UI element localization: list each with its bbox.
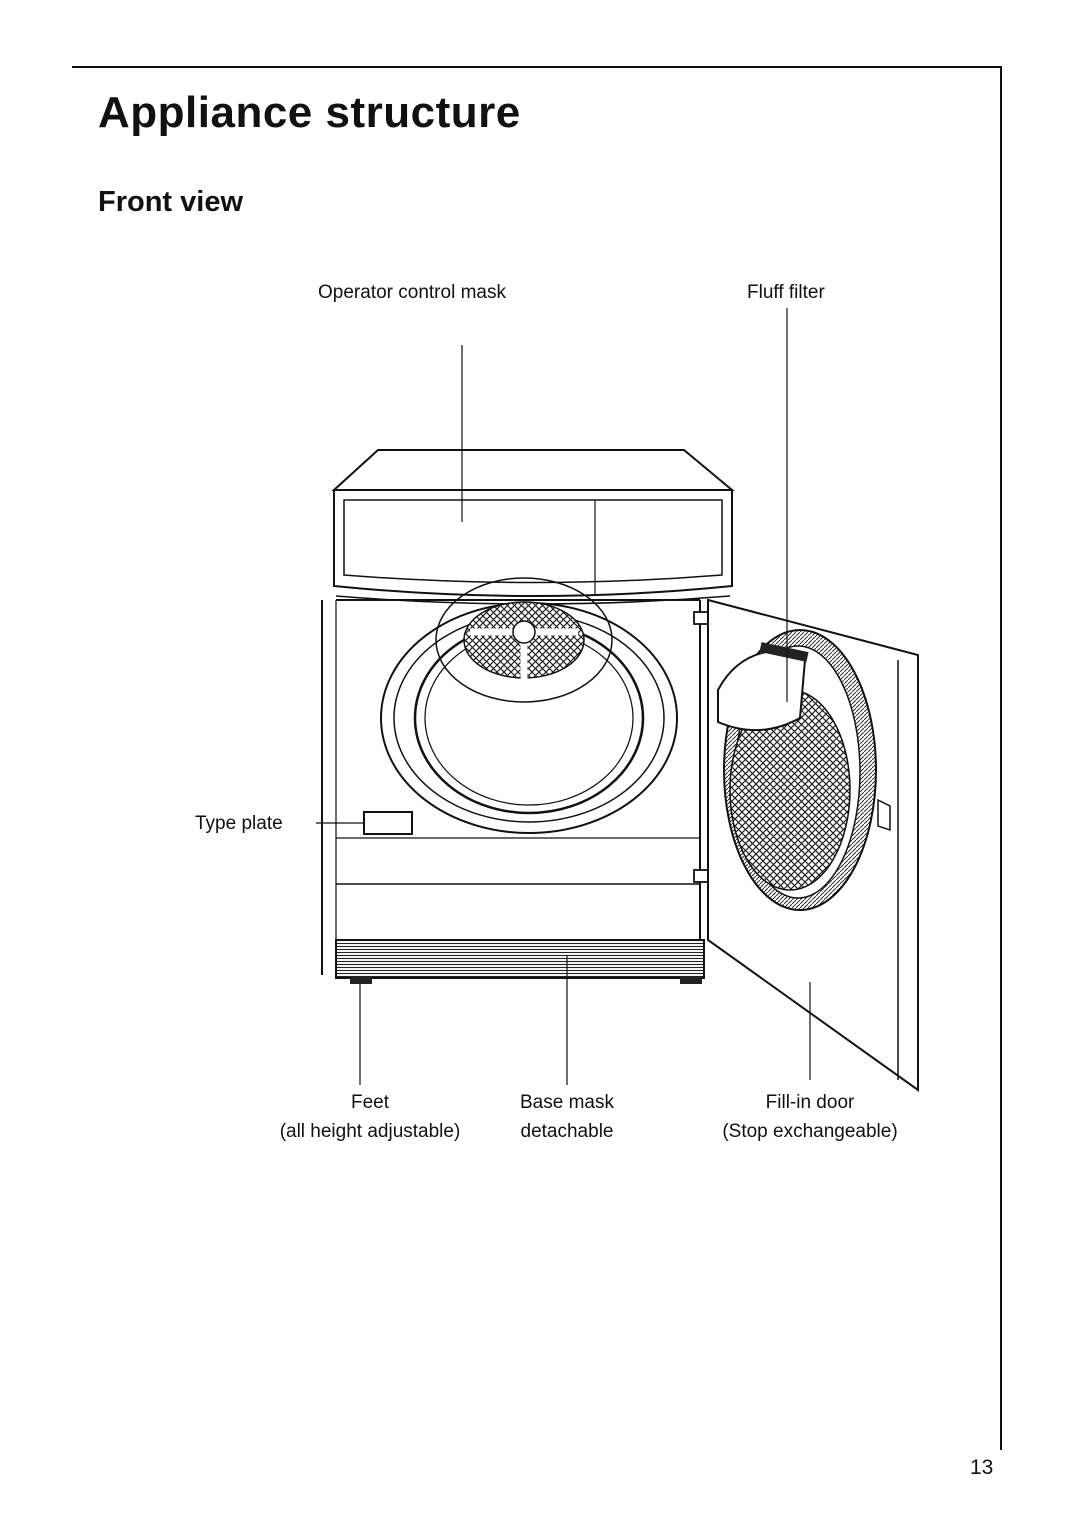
label-feet: Feet	[351, 1092, 390, 1113]
feet	[350, 976, 702, 984]
base-mask	[335, 939, 705, 979]
page-number: 13	[970, 1456, 994, 1479]
door-stop-icon	[877, 798, 891, 832]
label-fill-in-door-note: (Stop exchangeable)	[722, 1121, 897, 1142]
fill-in-door	[707, 598, 919, 1092]
label-feet-note: (all height adjustable)	[280, 1121, 461, 1142]
type-plate-marker	[363, 811, 413, 835]
appliance-body	[321, 599, 701, 975]
appliance-top-lid	[331, 449, 735, 491]
leader-lines	[316, 308, 811, 1085]
page-frame-top-rule	[72, 66, 1002, 68]
label-fill-in-door: Fill-in door	[766, 1092, 855, 1113]
section-heading: Front view	[98, 186, 244, 218]
label-base-mask-note: detachable	[521, 1121, 614, 1142]
control-panel	[333, 489, 733, 605]
page-title: Appliance structure	[98, 88, 521, 137]
label-base-mask: Base mask	[520, 1092, 614, 1113]
page-frame-right-rule	[1000, 66, 1002, 1450]
label-operator-control-mask: Operator control mask	[318, 282, 506, 303]
label-type-plate: Type plate	[195, 813, 283, 834]
drum-rear-mesh	[463, 601, 585, 680]
label-fluff-filter: Fluff filter	[747, 282, 825, 303]
fluff-filter-handle	[717, 648, 807, 731]
